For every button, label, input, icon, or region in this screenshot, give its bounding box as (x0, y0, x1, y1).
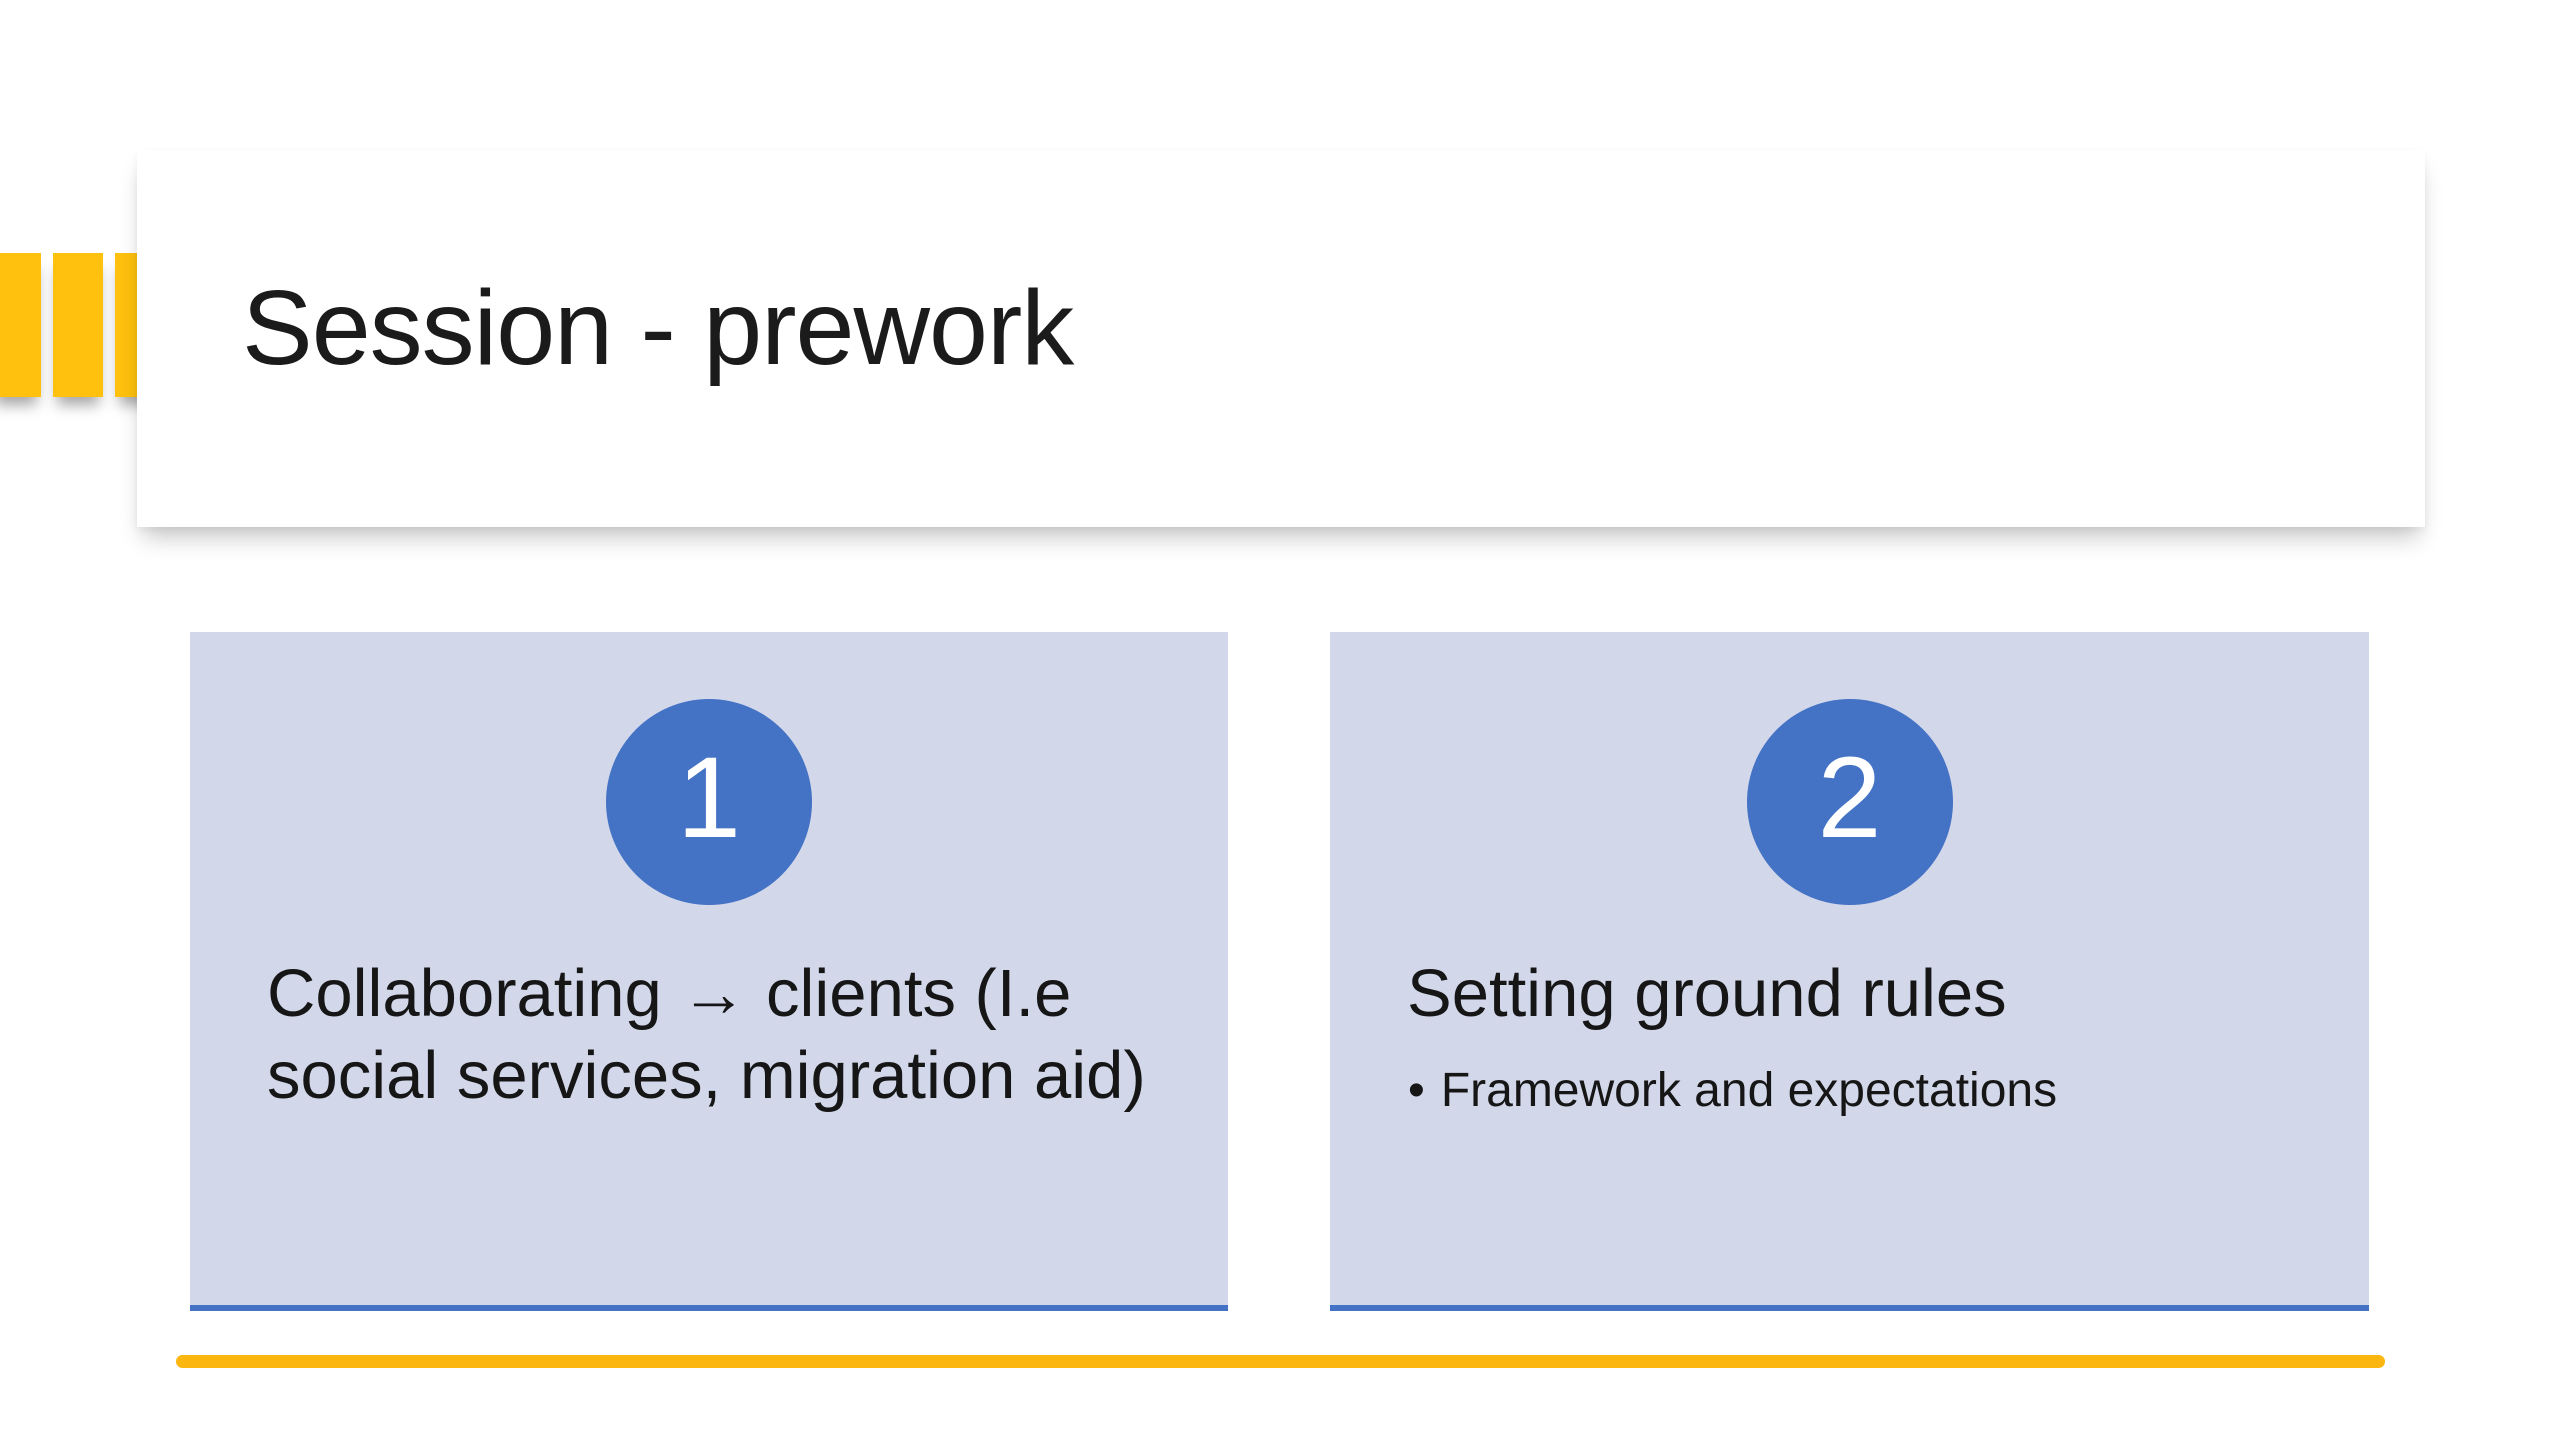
step-2-badge: 2 (1746, 699, 1953, 905)
step-2-number: 2 (1817, 733, 1882, 862)
bottom-accent-line (176, 1355, 2385, 1368)
title-card: Session - prework (137, 150, 2425, 527)
step-1-heading: Collaborating → clients (I.e social serv… (267, 956, 1146, 1113)
accent-bar (53, 253, 103, 397)
step-box-1: 1 Collaborating → clients (I.e social se… (190, 632, 1228, 1311)
step-2-bullet-item: • Framework and expectations (1408, 1062, 2057, 1120)
slide-title: Session - prework (242, 269, 1074, 387)
step-1-badge: 1 (606, 699, 812, 905)
step-2-heading: Setting ground rules (1407, 956, 2007, 1031)
bullet-text: Framework and expectations (1440, 1064, 2058, 1117)
step-box-2: 2 Setting ground rules • Framework and e… (1330, 632, 2369, 1311)
accent-bar (0, 253, 41, 397)
bullet-icon: • (1408, 1064, 1425, 1117)
step-1-number: 1 (677, 733, 741, 862)
